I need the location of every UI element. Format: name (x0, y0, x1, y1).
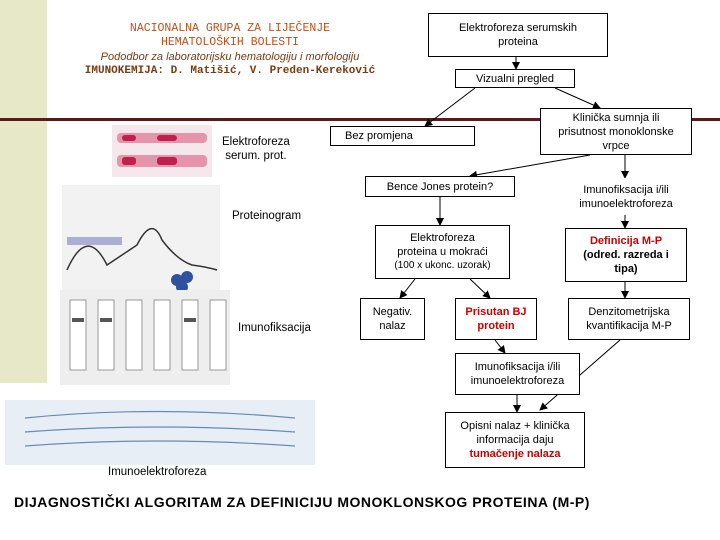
node-elektroforeza-serumskih: Elektroforeza serumskih proteina (428, 13, 608, 57)
proteinogram-curve-image (62, 185, 220, 295)
node-label: Imunofiksacija i/ili (474, 361, 561, 373)
node-bez-promjena: Bez promjena (330, 126, 475, 146)
header-rule (0, 118, 720, 121)
node-label: informacija daju (476, 434, 554, 446)
arrow-klinicka-bence (469, 154, 591, 179)
node-label: tumačenje nalaza (469, 448, 561, 460)
node-label: kvantifikacija M-P (586, 320, 672, 332)
node-elektroforeza-mokraci: Elektroforeza proteina u mokraći (100 x … (375, 225, 510, 279)
sidebar-band (0, 0, 47, 383)
node-label: (odred. razreda i (583, 249, 669, 261)
node-label: imunoelektroforeza (579, 197, 673, 210)
node-label: Imunofiksacija i/ili (583, 183, 669, 196)
arrow-denzi-opisni (539, 339, 621, 411)
node-prisutan-bj: Prisutan BJ protein (455, 298, 537, 340)
node-label: vrpce (602, 139, 630, 152)
arrow-mokr-negativ (399, 278, 416, 299)
node-label: Definicija M-P (589, 235, 663, 247)
arrow-prisutan-imunofiks (494, 339, 506, 354)
node-label: Elektroforeza serumskih (459, 22, 577, 34)
node-label: proteina (498, 36, 538, 48)
label-line: Elektroforeza (222, 136, 290, 148)
node-vizualni-pregled: Vizualni pregled (455, 69, 575, 88)
node-label: protein (477, 320, 515, 332)
node-label: Negativ. (372, 306, 413, 318)
footer-title: DIJAGNOSTIČKI ALGORITAM ZA DEFINICIJU MO… (14, 494, 590, 510)
serum-electrophoresis-gel-image (112, 125, 212, 177)
label-line: serum. prot. (225, 150, 287, 162)
node-label: Vizualni pregled (475, 72, 555, 85)
node-definicija-mp: Definicija M-P (odred. razreda i tipa) (565, 228, 687, 282)
label-proteinogram: Proteinogram (232, 210, 302, 222)
arrow-vizualni-klinicka (554, 87, 601, 109)
label-imunoelektroforeza: Imunoelektroforeza (108, 466, 207, 478)
node-imunofiksacija-1: Imunofiksacija i/ili imunoelektroforeza (555, 178, 697, 215)
node-label: Bez promjena (345, 130, 413, 142)
label-imunofiksacija: Imunofiksacija (238, 322, 311, 334)
node-label: nalaz (379, 320, 406, 332)
node-denzitometrija: Denzitometrijska kvantifikacija M-P (568, 298, 690, 340)
arrow-vizualni-bez (424, 87, 476, 127)
node-imunofiksacija-2: Imunofiksacija i/ili imunoelektroforeza (455, 353, 580, 395)
header-title-2: HEMATOLOŠKIH BOLESTI (160, 36, 300, 49)
node-label: (100 x ukonc. uzorak) (394, 260, 491, 271)
immunofixation-gel-image (60, 290, 230, 385)
node-opisni-nalaz: Opisni nalaz + klinička informacija daju… (445, 412, 585, 468)
header-title-1: NACIONALNA GRUPA ZA LIJEČENJE (129, 22, 331, 35)
label-elektroforeza-serum: Elektroforeza serum. prot. (222, 135, 290, 163)
node-label: Elektroforeza (410, 232, 475, 244)
node-label: Klinička sumnja ili (572, 111, 660, 124)
node-label: Bence Jones protein? (386, 180, 494, 193)
node-label: prisutnost monoklonske (558, 125, 674, 138)
header-subtitle: Pododbor za laboratorijsku hematologiju … (100, 51, 360, 63)
node-negativ-nalaz: Negativ. nalaz (360, 298, 425, 340)
node-label: tipa) (614, 263, 638, 275)
arrow-mokr-prisutan (469, 278, 491, 299)
node-label: Denzitometrijska (588, 306, 670, 318)
header-authors: IMUNOKEMIJA: D. Matišić, V. Preden-Kerek… (84, 65, 376, 77)
node-bence-jones: Bence Jones protein? (365, 176, 515, 197)
header-block: NACIONALNA GRUPA ZA LIJEČENJE HEMATOLOŠK… (70, 22, 390, 78)
node-label: Prisutan BJ (465, 306, 527, 318)
immunoelectrophoresis-image (5, 400, 315, 465)
node-klinicka-sumnja: Klinička sumnja ili prisutnost monoklons… (540, 108, 692, 155)
node-label: Opisni nalaz + klinička (460, 420, 570, 432)
node-label: imunoelektroforeza (470, 375, 565, 387)
node-label: proteina u mokraći (397, 246, 488, 258)
